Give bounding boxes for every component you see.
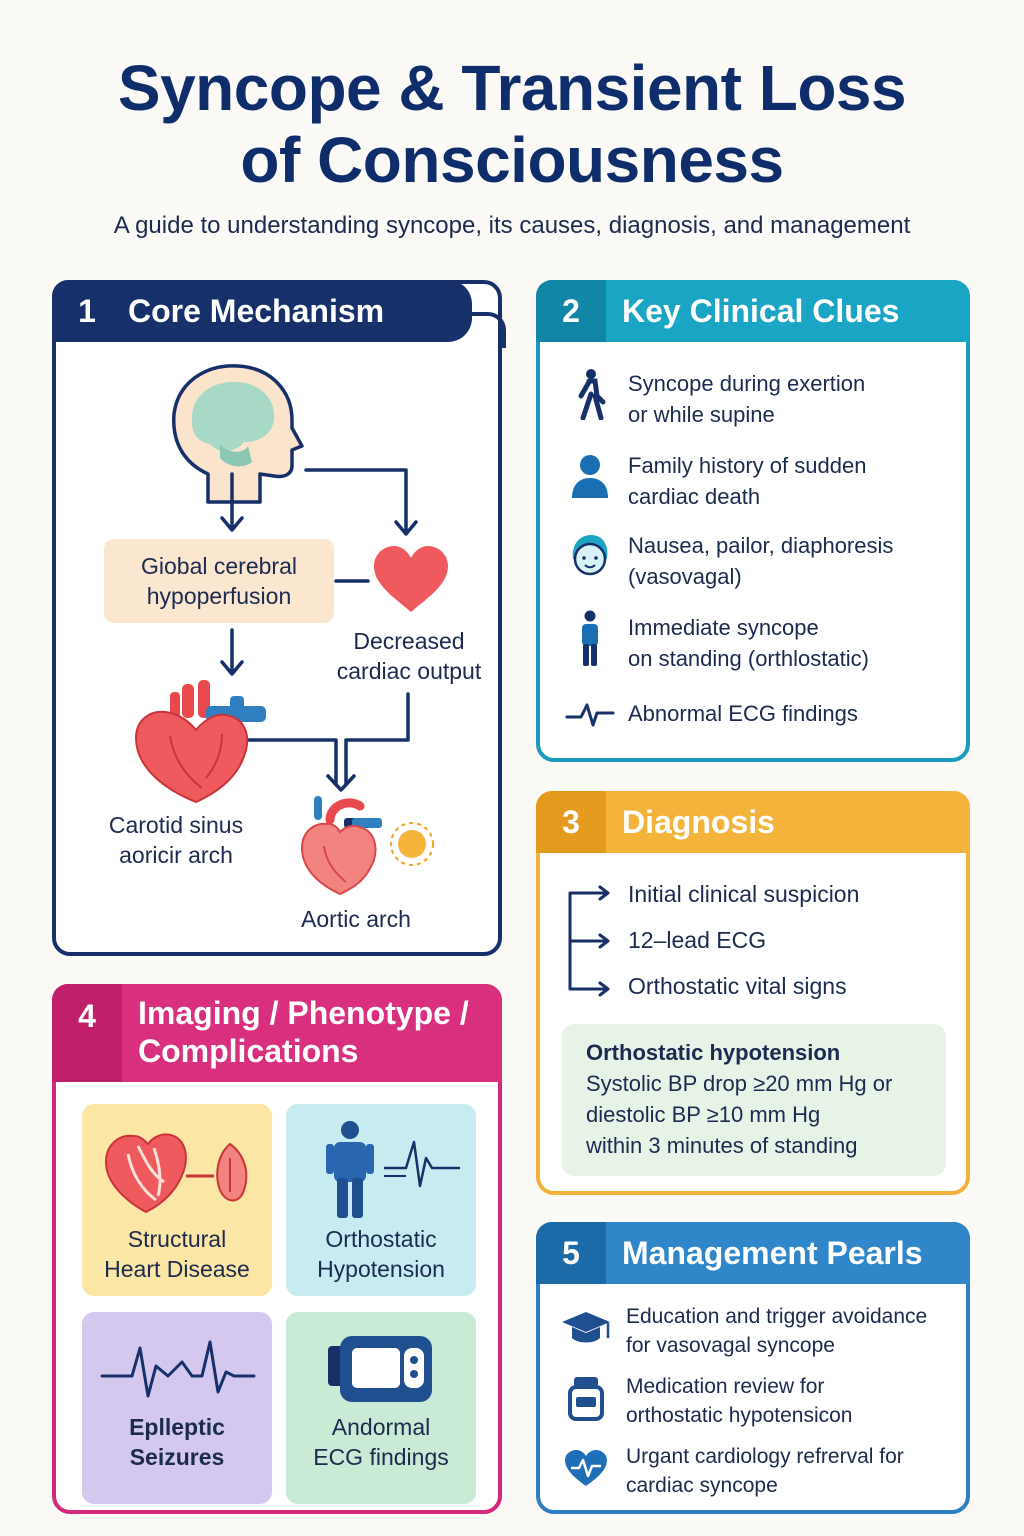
diagnosis-panel: 3 Diagnosis Initial clinical suspicion 1… — [536, 791, 970, 1195]
imaging-panel: 4 Imaging / Phenotype / Complications St… — [52, 984, 502, 1514]
head-brain-icon — [172, 364, 304, 504]
management-item: Education and trigger avoidance for vaso… — [560, 1302, 960, 1360]
hypoperfusion-line-2: hypoperfusion — [146, 583, 292, 609]
section-title: Key Clinical Clues — [622, 292, 900, 329]
pill-bottle-icon — [560, 1372, 612, 1424]
diagnosis-step: Initial clinical suspicion — [628, 881, 860, 907]
panel-tab-tail — [470, 312, 506, 348]
heart-icon — [374, 546, 448, 612]
management-header: 5 Management Pearls — [536, 1222, 970, 1284]
section-number: 5 — [536, 1222, 606, 1284]
tile-label: Andormal ECG findings — [313, 1414, 449, 1470]
cerebral-hypoperfusion-box: Giobal cerebral hypoperfusion — [104, 539, 334, 623]
section-title: Diagnosis — [622, 803, 775, 840]
clue-item: Nausea, pailor, diaphoresis (vasovagal) — [564, 530, 954, 592]
section-title: Core Mechanism — [128, 292, 385, 329]
aortic-arch-label: Aortic arch — [301, 906, 411, 932]
clue-item: Immediate syncope on standing (orthlosta… — [564, 610, 954, 674]
title-line-1: Syncope & Transient Loss — [117, 52, 907, 124]
page-subtitle: A guide to understanding syncope, its ca… — [113, 212, 911, 239]
ecg-wave-icon — [564, 688, 616, 740]
clinical-clues-header: 2 Key Clinical Clues — [536, 280, 970, 342]
management-panel: 5 Management Pearls Education and trigge… — [536, 1222, 970, 1514]
hypoperfusion-line-1: Giobal cerebral — [141, 553, 297, 579]
cardiac-output-label: Decreased cardiac output — [336, 628, 482, 684]
clue-item: Family history of sudden cardiac death — [564, 450, 954, 512]
diagnosis-step: 12–lead ECG — [628, 927, 767, 953]
page-title: Syncope & Transient Loss of Consciousnes… — [0, 52, 1024, 196]
person-ecg-icon — [326, 1121, 460, 1218]
section-number: 3 — [536, 791, 606, 853]
carotid-sinus-label: Carotid sinus aoricir arch — [108, 812, 244, 868]
tile-label: Orthostatic Hypotension — [317, 1226, 445, 1282]
abnormal-ecg-tile: Andormal ECG findings — [286, 1312, 476, 1504]
walking-person-icon — [564, 368, 616, 420]
heart-section-icon — [104, 1133, 248, 1214]
graduation-cap-icon — [560, 1302, 612, 1354]
core-mechanism-header: 1 Core Mechanism — [52, 280, 472, 342]
diagnosis-branch-arrows — [568, 885, 610, 997]
section-number: 2 — [536, 280, 606, 342]
section-title: Imaging / Phenotype / Complications — [138, 995, 469, 1069]
title-line-2: of Consciousness — [240, 124, 784, 196]
section-number: 1 — [78, 292, 96, 329]
orthostatic-title: Orthostatic hypotension — [586, 1040, 841, 1065]
mechanism-connectors — [220, 468, 418, 792]
eeg-wave-icon — [100, 1340, 256, 1398]
imaging-header: 4 Imaging / Phenotype / Complications — [52, 984, 502, 1082]
standing-person-icon — [564, 610, 616, 666]
face-icon — [564, 530, 616, 582]
anatomical-heart-icon — [134, 680, 266, 804]
clue-item: Abnormal ECG findings — [564, 688, 954, 740]
ecg-monitor-icon — [328, 1336, 432, 1402]
diagnosis-step: Orthostatic vital signs — [628, 973, 847, 999]
heart-ecg-icon — [560, 1442, 612, 1494]
orthostatic-hypotension-box: Orthostatic hypotension Systolic BP drop… — [562, 1024, 946, 1176]
tile-label: Eplleptic Seizures — [129, 1414, 225, 1470]
orthostatic-hypotension-tile: Orthostatic Hypotension — [286, 1104, 476, 1296]
diagnosis-header: 3 Diagnosis — [536, 791, 970, 853]
section-number: 4 — [52, 984, 122, 1082]
management-item: Urgant cardiology refrerval for cardiac … — [560, 1442, 960, 1500]
sun-icon — [390, 822, 434, 866]
management-item: Medication review for orthostatic hypote… — [560, 1372, 960, 1430]
person-bust-icon — [564, 450, 616, 502]
epileptic-seizures-tile: Eplleptic Seizures — [82, 1312, 272, 1504]
tile-label: Structural Heart Disease — [104, 1226, 250, 1282]
aortic-arch-heart-icon — [300, 796, 382, 896]
section-title: Management Pearls — [622, 1234, 923, 1271]
core-mechanism-panel: 1 Core Mechanism Giobal cerebral hypoper… — [52, 280, 506, 956]
clinical-clues-panel: 2 Key Clinical Clues Syncope during exer… — [536, 280, 970, 762]
clue-item: Syncope during exertion or while supine — [564, 368, 954, 430]
structural-heart-disease-tile: Structural Heart Disease — [82, 1104, 272, 1296]
